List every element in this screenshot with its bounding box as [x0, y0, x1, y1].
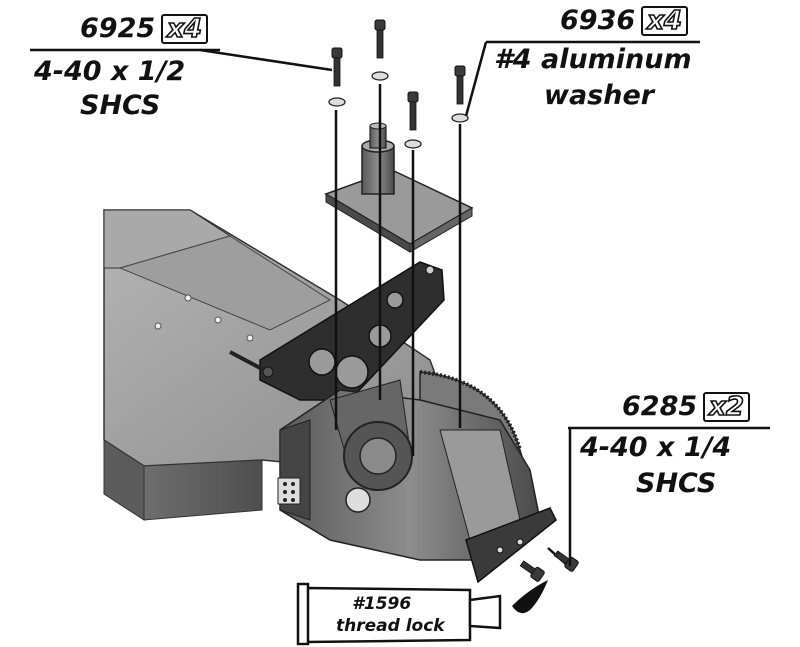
assembly-guide-lines: [334, 84, 569, 567]
callout-6925-desc-line1: 4-40 x 1/2: [34, 56, 186, 87]
part-number: 6925: [80, 13, 156, 44]
thread-lock-part-number: #1596: [352, 594, 412, 614]
screw-icon: [553, 550, 579, 572]
quantity-badge: x2: [703, 392, 751, 422]
part-number: 6936: [560, 5, 636, 36]
screw-icon: [454, 65, 466, 105]
drop-icon: [512, 580, 548, 614]
screw-icon: [407, 91, 419, 131]
quantity-badge: x4: [161, 14, 209, 44]
callout-6925-desc-line2: SHCS: [80, 90, 161, 121]
callout-6936-desc-line2: washer: [544, 80, 655, 111]
motor-plate: [324, 122, 474, 253]
callout-6285-desc-line1: 4-40 x 1/4: [580, 432, 732, 463]
thread-lock-label: thread lock: [336, 616, 445, 636]
washer-icon: [371, 71, 389, 81]
screw-icon: [374, 19, 386, 59]
washer-icon: [328, 97, 346, 107]
screw-icon: [331, 47, 343, 87]
washer-icon: [451, 113, 469, 123]
washers-6936: [328, 71, 469, 149]
callout-6285-desc-line2: SHCS: [636, 468, 717, 499]
gearbox-body: [277, 379, 557, 584]
part-number: 6285: [622, 391, 698, 422]
motor-mount-bracket: [229, 261, 445, 401]
thread-lock-tube: [296, 580, 548, 646]
callout-6936-desc-line1: #4 aluminum: [494, 44, 692, 75]
quantity-badge: x4: [641, 6, 689, 36]
screws-6925: [331, 19, 466, 131]
screws-6285: [519, 550, 579, 582]
washer-icon: [404, 139, 422, 149]
screw-icon: [519, 560, 545, 582]
callout-leaders: [30, 40, 770, 566]
